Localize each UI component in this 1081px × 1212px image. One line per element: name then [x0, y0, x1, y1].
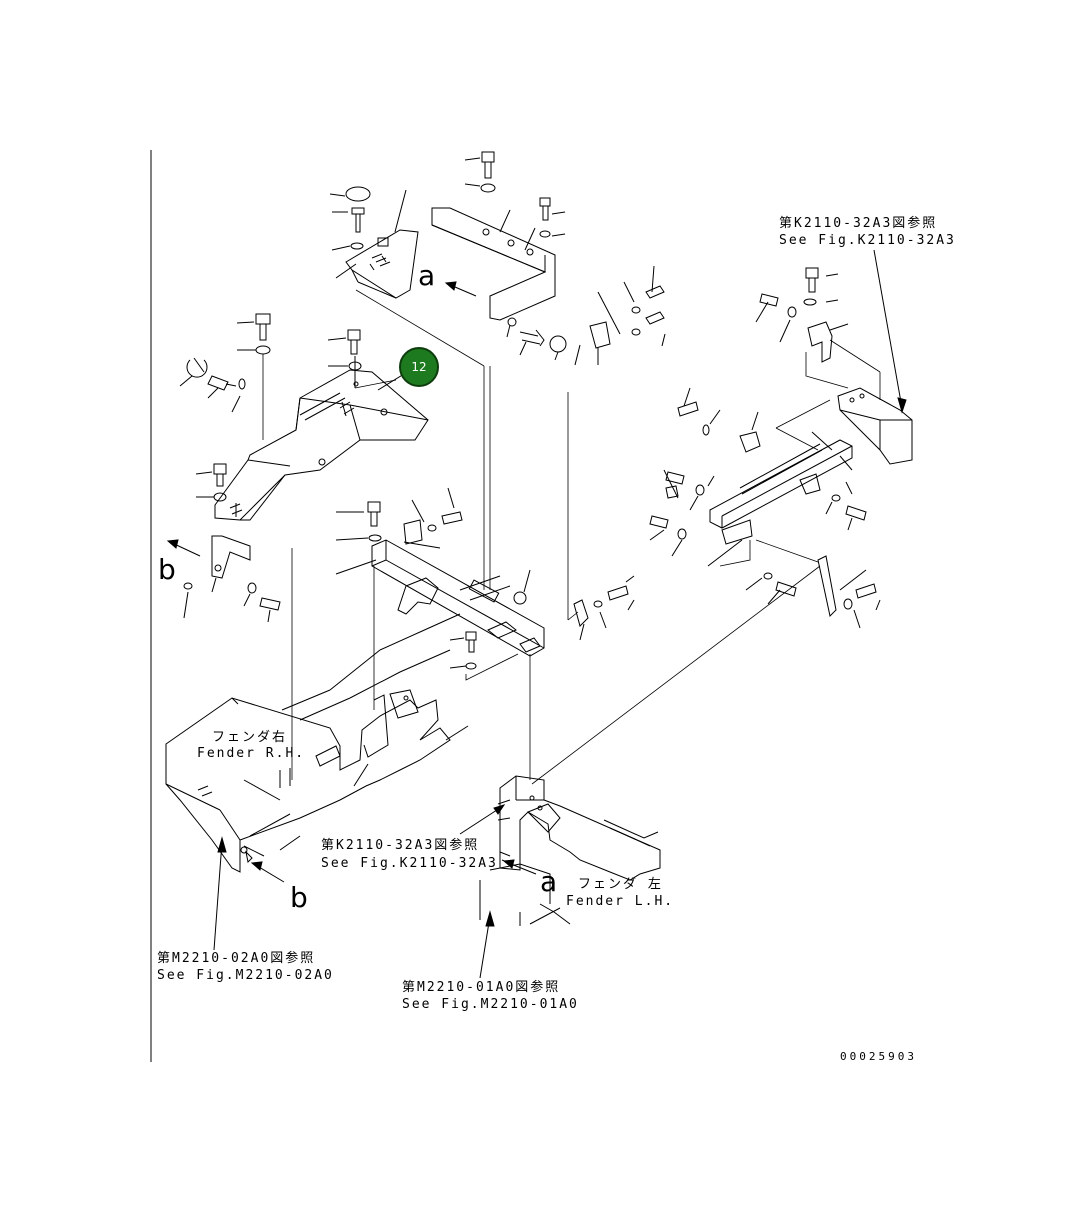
view-letter-b-left: b — [158, 553, 176, 586]
top-right-fasteners — [507, 266, 665, 365]
view-letter-a-top: a — [418, 259, 436, 292]
top-cover-plate — [346, 190, 418, 298]
ref-center-jp: 第K2110-32A3図参照 — [321, 838, 480, 853]
ref-bottom-left-jp: 第M2210-02A0図参照 — [157, 951, 316, 966]
callout-leader — [378, 374, 404, 390]
fender-rh — [166, 614, 468, 872]
upper-left-fasteners — [180, 314, 361, 501]
ref-bottom-center-jp: 第M2210-01A0図参照 — [402, 980, 561, 995]
upper-left-bracket — [215, 356, 428, 520]
fender-lh-jp: フェンダ 左 — [578, 877, 663, 892]
ref-arrow-bottom-left — [214, 842, 222, 950]
view-letter-a-bottom: a — [540, 865, 558, 898]
right-end-cap — [776, 352, 912, 464]
callout-badge[interactable]: 12 — [399, 347, 439, 387]
fender-lh-en: Fender L.H. — [566, 894, 675, 909]
fender-rh-jp: フェンダ右 — [212, 730, 288, 745]
ref-bottom-left-en: See Fig.M2210-02A0 — [157, 968, 334, 983]
top-channel-bracket — [432, 208, 555, 320]
document-number: 00025903 — [840, 1050, 917, 1063]
left-small-bracket — [168, 536, 280, 622]
ref-top-right-jp: 第K2110-32A3図参照 — [779, 216, 938, 231]
center-cross-member — [292, 488, 634, 780]
ref-bottom-center-en: See Fig.M2210-01A0 — [402, 997, 579, 1012]
right-top-bracket — [756, 268, 880, 400]
fender-rh-en: Fender R.H. — [197, 746, 306, 761]
ref-top-right-en: See Fig.K2110-32A3 — [779, 233, 956, 248]
top-left-bolt-stack — [330, 187, 370, 278]
ref-center-en: See Fig.K2110-32A3 — [321, 856, 498, 871]
view-letter-b-bottom: b — [290, 881, 308, 914]
top-bolt-stack — [465, 152, 565, 237]
ref-arrow-top-right — [874, 250, 902, 408]
ref-arrow-center — [460, 808, 500, 834]
right-side-rail — [650, 388, 880, 628]
